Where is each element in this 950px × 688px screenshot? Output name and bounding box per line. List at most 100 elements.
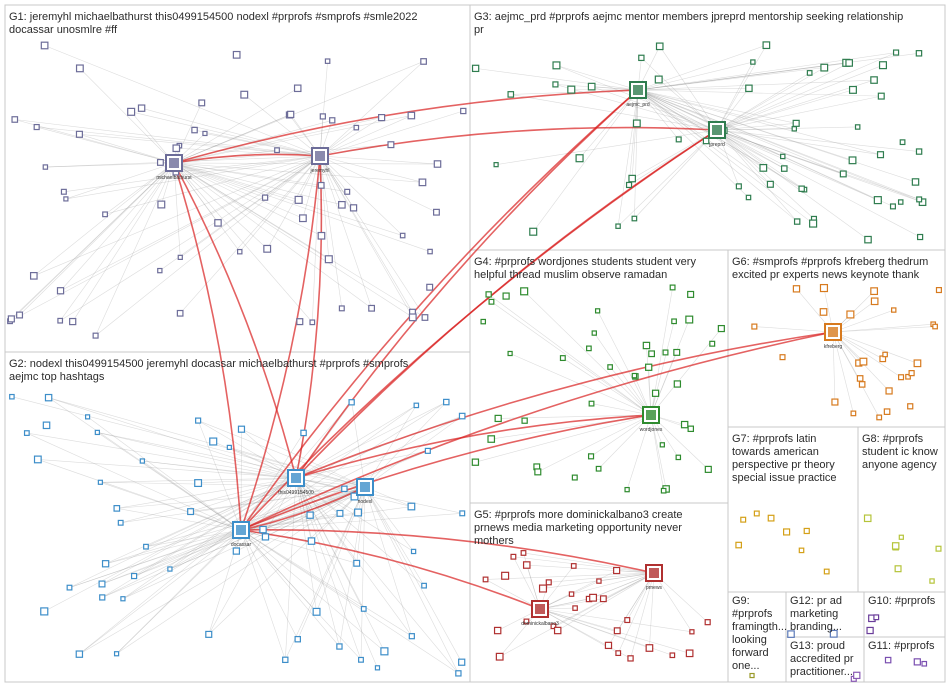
- node: [195, 417, 202, 424]
- edge: [122, 486, 366, 600]
- node: [687, 425, 695, 433]
- node: [848, 156, 857, 165]
- edge: [204, 133, 321, 157]
- node: [92, 332, 99, 339]
- edge: [169, 529, 242, 570]
- hub-edge: [173, 153, 321, 164]
- node: [482, 576, 489, 583]
- edge: [539, 608, 631, 659]
- edge: [173, 162, 240, 252]
- node: [735, 183, 742, 190]
- edge: [295, 477, 359, 513]
- group-label-line: G4: #prprofs wordjones students student …: [474, 256, 696, 268]
- edge: [241, 428, 366, 488]
- node: [529, 227, 538, 236]
- edge: [240, 496, 355, 531]
- node: [488, 298, 495, 305]
- edge: [716, 67, 825, 131]
- group-label-line: docassar unosmlre #ff: [9, 24, 118, 36]
- node: [202, 130, 208, 137]
- node: [787, 630, 795, 638]
- edge: [319, 115, 412, 157]
- node: [157, 200, 166, 209]
- group-label-line: aejmc top hashtags: [9, 371, 105, 383]
- node: [421, 582, 427, 589]
- hub-node-label: kfreberg: [824, 344, 843, 350]
- edge: [832, 323, 934, 333]
- node: [671, 318, 677, 325]
- group-panels: [4, 4, 946, 683]
- node: [848, 85, 857, 94]
- edge: [360, 486, 366, 660]
- node: [433, 208, 440, 216]
- node: [575, 154, 584, 163]
- edge: [122, 477, 297, 599]
- group-label-g2: G2: nodexl this0499154500 jeremyhl docas…: [9, 358, 409, 383]
- node: [876, 151, 885, 159]
- node: [191, 126, 198, 134]
- node: [792, 285, 801, 293]
- node: [845, 59, 853, 67]
- edge: [716, 129, 921, 238]
- node: [341, 485, 348, 493]
- edge: [832, 331, 918, 364]
- edge: [95, 162, 175, 336]
- hub-edge: [240, 331, 834, 531]
- edge: [637, 61, 753, 91]
- edge: [105, 529, 242, 565]
- node: [631, 215, 638, 222]
- edge: [653, 572, 693, 632]
- node: [687, 290, 695, 298]
- node: [523, 618, 530, 625]
- hub-nodes-layer: michaelbathurstjeremyhlthis0499154500doc…: [156, 81, 843, 627]
- edge: [319, 155, 413, 313]
- edge: [548, 572, 655, 583]
- edge: [65, 155, 321, 200]
- edge: [637, 89, 802, 189]
- edge: [716, 129, 920, 200]
- edge: [659, 46, 718, 131]
- node: [717, 324, 725, 333]
- node: [232, 50, 241, 59]
- edge: [197, 420, 242, 531]
- edge: [555, 84, 639, 91]
- edge: [716, 129, 844, 175]
- edge: [72, 162, 175, 322]
- node: [783, 528, 791, 536]
- node: [353, 124, 360, 131]
- edge: [239, 155, 321, 252]
- node: [433, 160, 442, 168]
- node: [823, 568, 830, 575]
- node: [655, 42, 664, 51]
- edge: [597, 310, 652, 416]
- edge: [173, 162, 268, 250]
- node: [424, 447, 431, 454]
- edge: [240, 529, 357, 564]
- edge: [180, 155, 321, 258]
- node: [568, 591, 575, 597]
- edge: [44, 477, 297, 612]
- node: [360, 605, 367, 612]
- node: [408, 633, 415, 640]
- group-label-line: G3: aejmc_prd #prprofs aejmc mentor memb…: [474, 11, 903, 23]
- node: [791, 126, 798, 132]
- edge: [266, 155, 321, 249]
- node: [487, 435, 496, 443]
- edge: [646, 345, 652, 416]
- edge: [244, 94, 321, 157]
- edge: [319, 155, 438, 165]
- edge: [716, 129, 815, 220]
- node: [353, 559, 361, 567]
- node: [591, 330, 597, 336]
- edge: [173, 88, 298, 164]
- group-label-line: student ic know: [862, 446, 938, 458]
- hub-node-label: wordjones: [640, 427, 663, 433]
- edge: [319, 155, 343, 309]
- edge: [637, 89, 894, 207]
- edge: [240, 529, 317, 613]
- edge: [173, 162, 372, 309]
- node: [915, 148, 923, 155]
- node: [870, 76, 878, 84]
- node: [139, 458, 146, 464]
